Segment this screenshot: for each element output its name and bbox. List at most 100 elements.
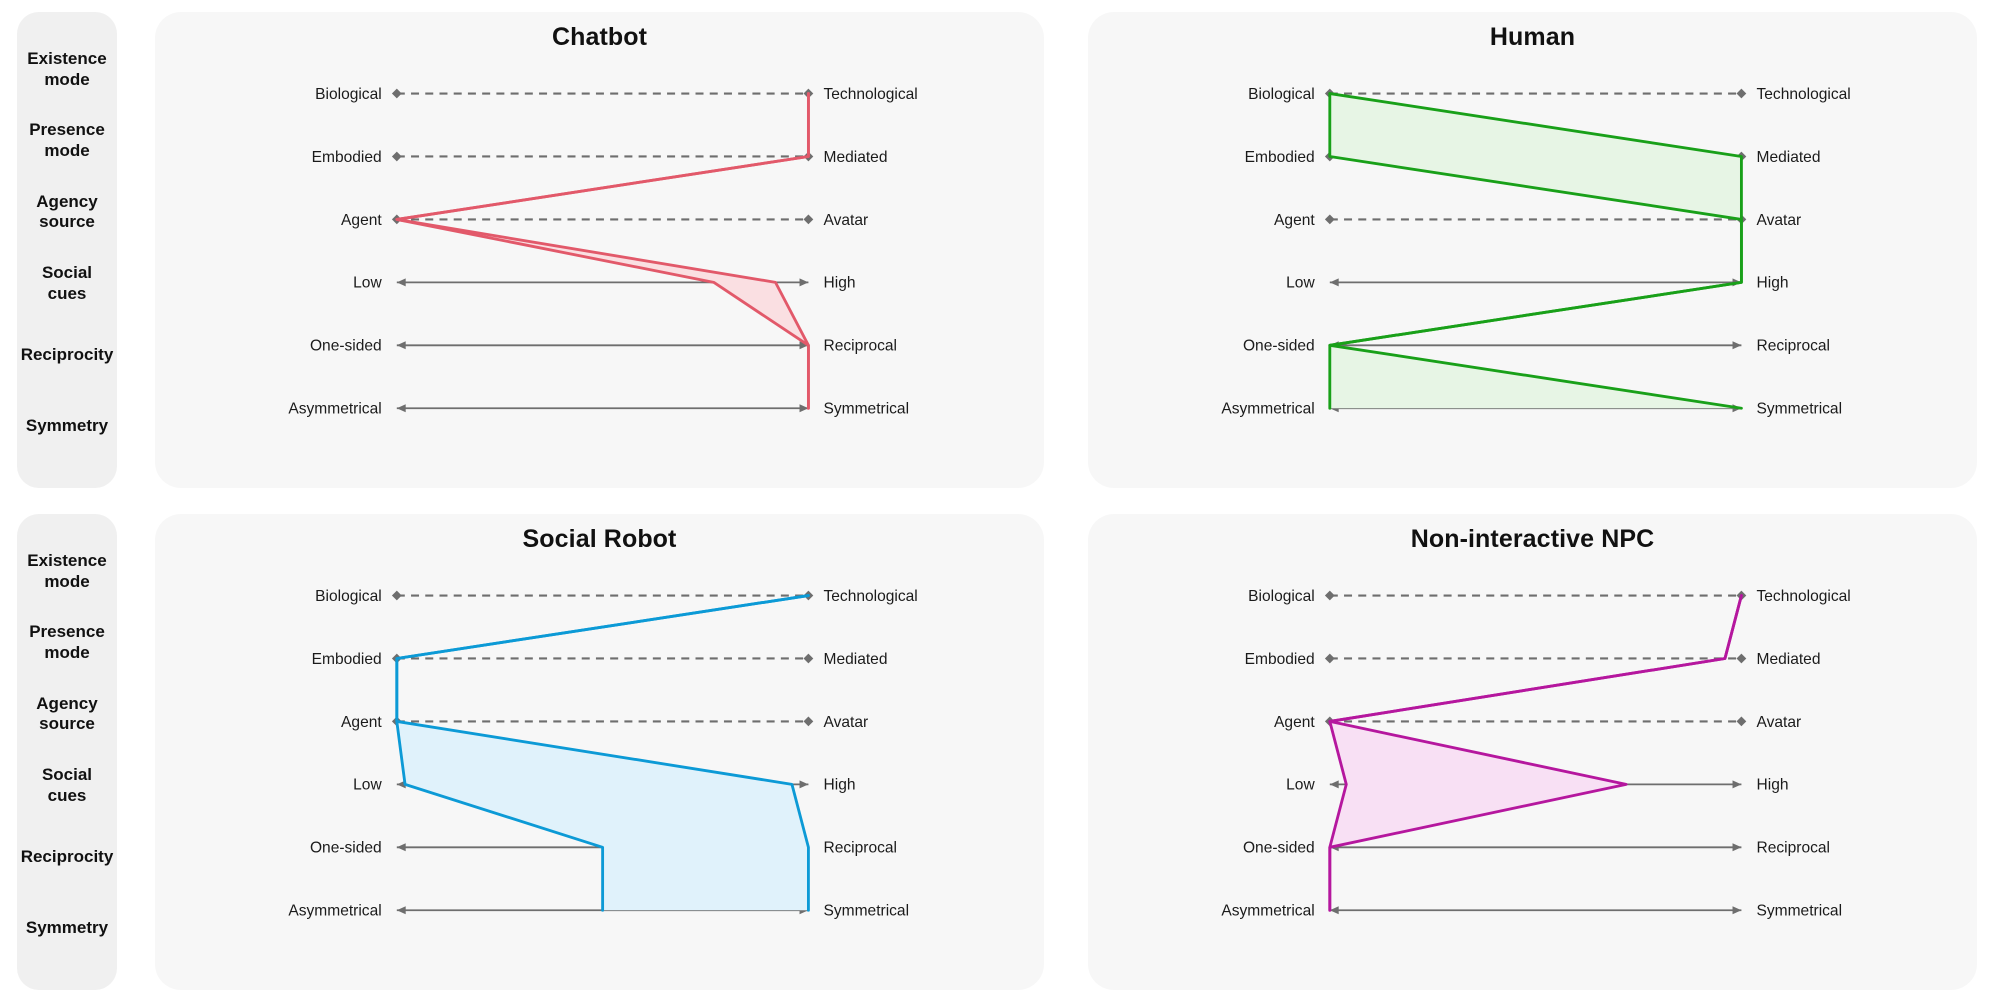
- axis-pole-right-1: Mediated: [824, 651, 888, 668]
- axis-pole-right-2: Avatar: [1757, 714, 1802, 731]
- axis-pole-right-5: Symmetrical: [824, 903, 910, 920]
- axis-pole-left-0: Biological: [1248, 86, 1315, 103]
- axis-pole-left-0: Biological: [315, 588, 382, 605]
- axis-arrow-right-4: [799, 341, 809, 350]
- axis-pole-left-5: Asymmetrical: [1221, 401, 1314, 418]
- axis-pole-right-2: Avatar: [824, 212, 869, 229]
- axis-pole-right-5: Symmetrical: [1757, 401, 1843, 418]
- axis-pole-right-0: Technological: [1757, 588, 1851, 605]
- axis-pole-left-0: Biological: [315, 86, 382, 103]
- axis-pole-right-5: Symmetrical: [1757, 903, 1843, 920]
- series-line-1: [395, 92, 810, 410]
- axes-group: [391, 88, 814, 413]
- axis-arrow-right-3: [799, 780, 809, 789]
- axis-arrow-right-3: [799, 278, 809, 287]
- axis-pole-left-2: Agent: [1274, 212, 1315, 229]
- axis-marker-left-1: [1324, 653, 1335, 664]
- axis-arrow-left-5: [396, 906, 406, 915]
- axis-marker-right-1: [803, 653, 814, 664]
- axis-marker-left-1: [391, 151, 402, 162]
- axis-arrow-left-3: [396, 278, 406, 287]
- axis-marker-right-2: [803, 716, 814, 727]
- axis-arrow-left-5: [396, 404, 406, 413]
- axis-pole-right-4: Reciprocal: [1757, 338, 1830, 355]
- axis-pole-right-4: Reciprocal: [824, 840, 897, 857]
- dimension-label-symmetry-2: Symmetry: [25, 917, 109, 937]
- series-line-1: [1328, 92, 1743, 410]
- axis-arrow-right-4: [1732, 341, 1742, 350]
- axis-arrow-right-5: [1732, 906, 1742, 915]
- axis-arrow-right-5: [799, 404, 809, 413]
- axis-marker-right-2: [803, 214, 814, 225]
- axis-pole-left-4: One-sided: [310, 840, 382, 857]
- axis-pole-left-2: Agent: [341, 714, 382, 731]
- series-band: [396, 93, 809, 409]
- panel-npc: Non-interactive NPC Biological Technologi…: [1088, 514, 1977, 990]
- axis-arrow-right-4: [1732, 843, 1742, 852]
- axis-pole-left-2: Agent: [1274, 714, 1315, 731]
- axis-pole-right-3: High: [1757, 777, 1789, 794]
- axis-pole-right-3: High: [824, 275, 856, 292]
- axis-pole-left-1: Embodied: [312, 149, 382, 166]
- axis-pole-right-2: Avatar: [824, 714, 869, 731]
- series-band: [1329, 93, 1742, 409]
- axis-pole-left-2: Agent: [341, 212, 382, 229]
- axis-pole-left-4: One-sided: [1243, 338, 1315, 355]
- axis-pole-right-3: High: [1757, 275, 1789, 292]
- axis-pole-left-5: Asymmetrical: [288, 401, 381, 418]
- axis-pole-right-4: Reciprocal: [824, 338, 897, 355]
- axis-pole-right-0: Technological: [824, 588, 918, 605]
- panel-title-human: Human: [1489, 23, 1576, 51]
- axis-pole-right-0: Technological: [824, 86, 918, 103]
- axis-marker-left-0: [1324, 590, 1335, 601]
- axis-pole-left-3: Low: [1286, 275, 1315, 292]
- dimension-label-reciprocity: Reciprocity: [20, 344, 114, 364]
- axis-arrow-left-4: [396, 341, 406, 350]
- axis-arrow-left-3: [1329, 780, 1339, 789]
- axis-pole-right-3: High: [824, 777, 856, 794]
- series-band: [1329, 595, 1742, 911]
- panel-title-npc: Non-interactive NPC: [1410, 525, 1655, 553]
- axis-pole-right-2: Avatar: [1757, 212, 1802, 229]
- axis-pole-right-1: Mediated: [1757, 149, 1821, 166]
- axis-marker-right-0: [1736, 88, 1747, 99]
- axis-arrow-left-3: [1329, 278, 1339, 287]
- axis-pole-right-1: Mediated: [1757, 651, 1821, 668]
- axis-arrow-left-5: [1329, 906, 1339, 915]
- series-line-1: [1328, 594, 1743, 912]
- axis-marker-left-0: [391, 590, 402, 601]
- panel-title-social-robot: Social Robot: [522, 525, 677, 553]
- axis-pole-right-5: Symmetrical: [824, 401, 910, 418]
- axis-pole-left-0: Biological: [1248, 588, 1315, 605]
- series-line-1: [395, 594, 810, 912]
- axis-pole-right-4: Reciprocal: [1757, 840, 1830, 857]
- dimension-label-symmetry: Symmetry: [25, 415, 109, 435]
- axis-marker-left-2: [1324, 214, 1335, 225]
- axis-pole-left-5: Asymmetrical: [288, 903, 381, 920]
- panel-title-chatbot: Chatbot: [551, 23, 648, 51]
- axis-marker-right-1: [1736, 653, 1747, 664]
- axis-marker-right-2: [1736, 716, 1747, 727]
- dimension-label-reciprocity-2: Reciprocity: [20, 846, 114, 866]
